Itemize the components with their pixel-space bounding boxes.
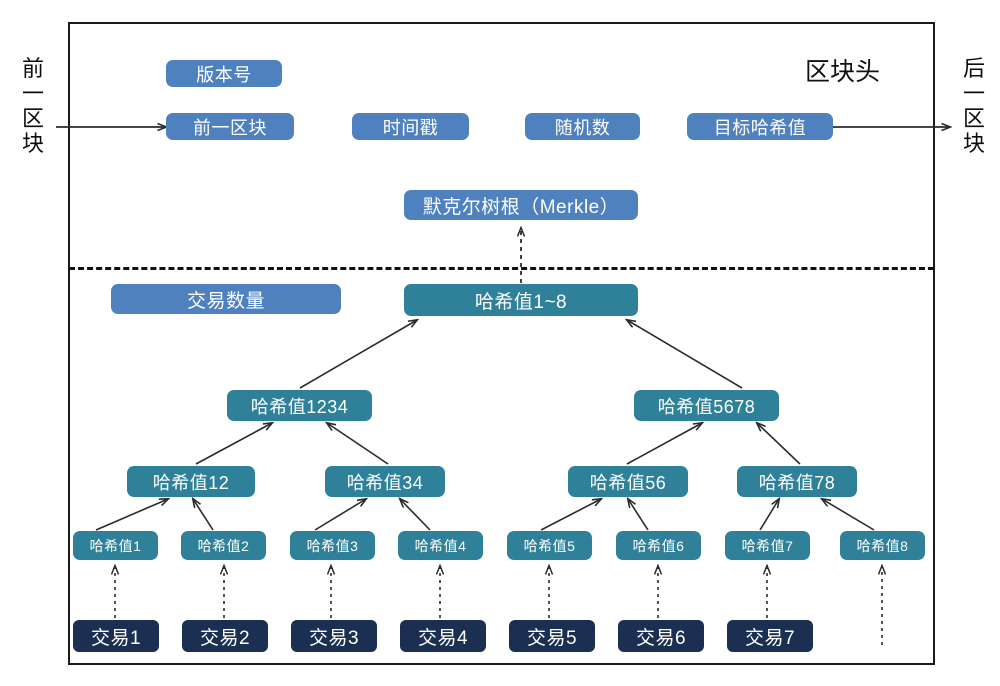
block-frame (68, 22, 935, 665)
merkle-node-hash-56-label: 哈希值56 (589, 472, 667, 493)
transaction-tx-2-label: 交易2 (199, 627, 251, 649)
header-field-version-label: 版本号 (196, 64, 252, 85)
transaction-tx-5-label: 交易5 (526, 627, 578, 649)
prev-block-char-0: 前 (21, 56, 44, 81)
merkle-leaf-hash-5[interactable]: 哈希值5 (507, 531, 592, 560)
merkle-leaf-hash-6-label: 哈希值6 (632, 537, 685, 554)
merkle-node-hash-1-8-label: 哈希值1~8 (474, 291, 568, 313)
merkle-node-hash-78-label: 哈希值78 (758, 472, 836, 493)
merkle-leaf-hash-3-label: 哈希值3 (306, 537, 359, 554)
merkle-node-hash-1-8[interactable]: 哈希值1~8 (404, 284, 638, 316)
next-block-char-1: 一 (962, 81, 985, 106)
merkle-leaf-hash-6[interactable]: 哈希值6 (616, 531, 701, 560)
merkle-leaf-hash-3[interactable]: 哈希值3 (290, 531, 375, 560)
merkle-node-hash-1234[interactable]: 哈希值1234 (227, 390, 372, 421)
transaction-tx-2[interactable]: 交易2 (182, 620, 268, 652)
transaction-tx-6-label: 交易6 (635, 627, 687, 649)
header-field-timestamp[interactable]: 时间戳 (352, 113, 469, 140)
header-field-nonce-label: 随机数 (554, 117, 611, 138)
merkle-leaf-hash-7-label: 哈希值7 (741, 537, 794, 554)
merkle-leaf-hash-7[interactable]: 哈希值7 (725, 531, 810, 560)
header-field-timestamp-label: 时间戳 (382, 117, 439, 138)
merkle-node-hash-34-label: 哈希值34 (346, 472, 424, 493)
transaction-tx-4[interactable]: 交易4 (400, 620, 486, 652)
header-field-target-hash-label: 目标哈希值 (713, 117, 807, 138)
next-block-char-2: 区 (962, 106, 985, 131)
header-field-prev-block[interactable]: 前一区块 (166, 113, 294, 140)
merkle-leaf-hash-2-label: 哈希值2 (197, 537, 250, 554)
header-field-version[interactable]: 版本号 (166, 60, 282, 87)
transaction-tx-7-label: 交易7 (744, 627, 796, 649)
transaction-tx-3-label: 交易3 (308, 627, 360, 649)
header-field-prev-block-label: 前一区块 (193, 117, 267, 138)
transaction-tx-7[interactable]: 交易7 (727, 620, 813, 652)
header-field-target-hash[interactable]: 目标哈希值 (687, 113, 833, 140)
merkle-node-hash-5678-label: 哈希值5678 (657, 396, 756, 417)
header-body-divider (69, 267, 934, 270)
merkle-leaf-hash-8-label: 哈希值8 (856, 537, 909, 554)
merkle-node-hash-34[interactable]: 哈希值34 (325, 466, 445, 497)
merkle-node-hash-56[interactable]: 哈希值56 (568, 466, 688, 497)
prev-block-char-3: 块 (21, 131, 44, 156)
prev-block-char-1: 一 (21, 81, 44, 106)
header-field-merkle-root[interactable]: 默克尔树根（Merkle） (404, 190, 638, 220)
body-field-tx-count-label: 交易数量 (186, 290, 265, 312)
merkle-leaf-hash-1[interactable]: 哈希值1 (73, 531, 158, 560)
merkle-leaf-hash-4[interactable]: 哈希值4 (398, 531, 483, 560)
merkle-node-hash-1234-label: 哈希值1234 (250, 396, 349, 417)
transaction-tx-1-label: 交易1 (90, 627, 142, 649)
header-field-merkle-root-label: 默克尔树根（Merkle） (422, 196, 620, 218)
transaction-tx-5[interactable]: 交易5 (509, 620, 595, 652)
transaction-tx-1[interactable]: 交易1 (73, 620, 159, 652)
next-block-char-3: 块 (962, 131, 985, 156)
body-field-tx-count[interactable]: 交易数量 (111, 284, 341, 314)
merkle-leaf-hash-1-label: 哈希值1 (89, 537, 142, 554)
merkle-node-hash-5678[interactable]: 哈希值5678 (634, 390, 779, 421)
merkle-leaf-hash-5-label: 哈希值5 (523, 537, 576, 554)
merkle-leaf-hash-8[interactable]: 哈希值8 (840, 531, 925, 560)
merkle-node-hash-12-label: 哈希值12 (152, 472, 230, 493)
previous-block-label: 前 一 区 块 (16, 56, 50, 156)
next-block-char-0: 后 (962, 56, 985, 81)
transaction-tx-4-label: 交易4 (417, 627, 469, 649)
transaction-tx-3[interactable]: 交易3 (291, 620, 377, 652)
merkle-leaf-hash-4-label: 哈希值4 (414, 537, 467, 554)
block-header-title: 区块头 (805, 58, 881, 86)
next-block-label: 后 一 区 块 (957, 56, 991, 156)
merkle-leaf-hash-2[interactable]: 哈希值2 (181, 531, 266, 560)
transaction-tx-6[interactable]: 交易6 (618, 620, 704, 652)
merkle-node-hash-78[interactable]: 哈希值78 (737, 466, 857, 497)
prev-block-char-2: 区 (21, 106, 44, 131)
merkle-node-hash-12[interactable]: 哈希值12 (127, 466, 255, 497)
header-field-nonce[interactable]: 随机数 (525, 113, 640, 140)
